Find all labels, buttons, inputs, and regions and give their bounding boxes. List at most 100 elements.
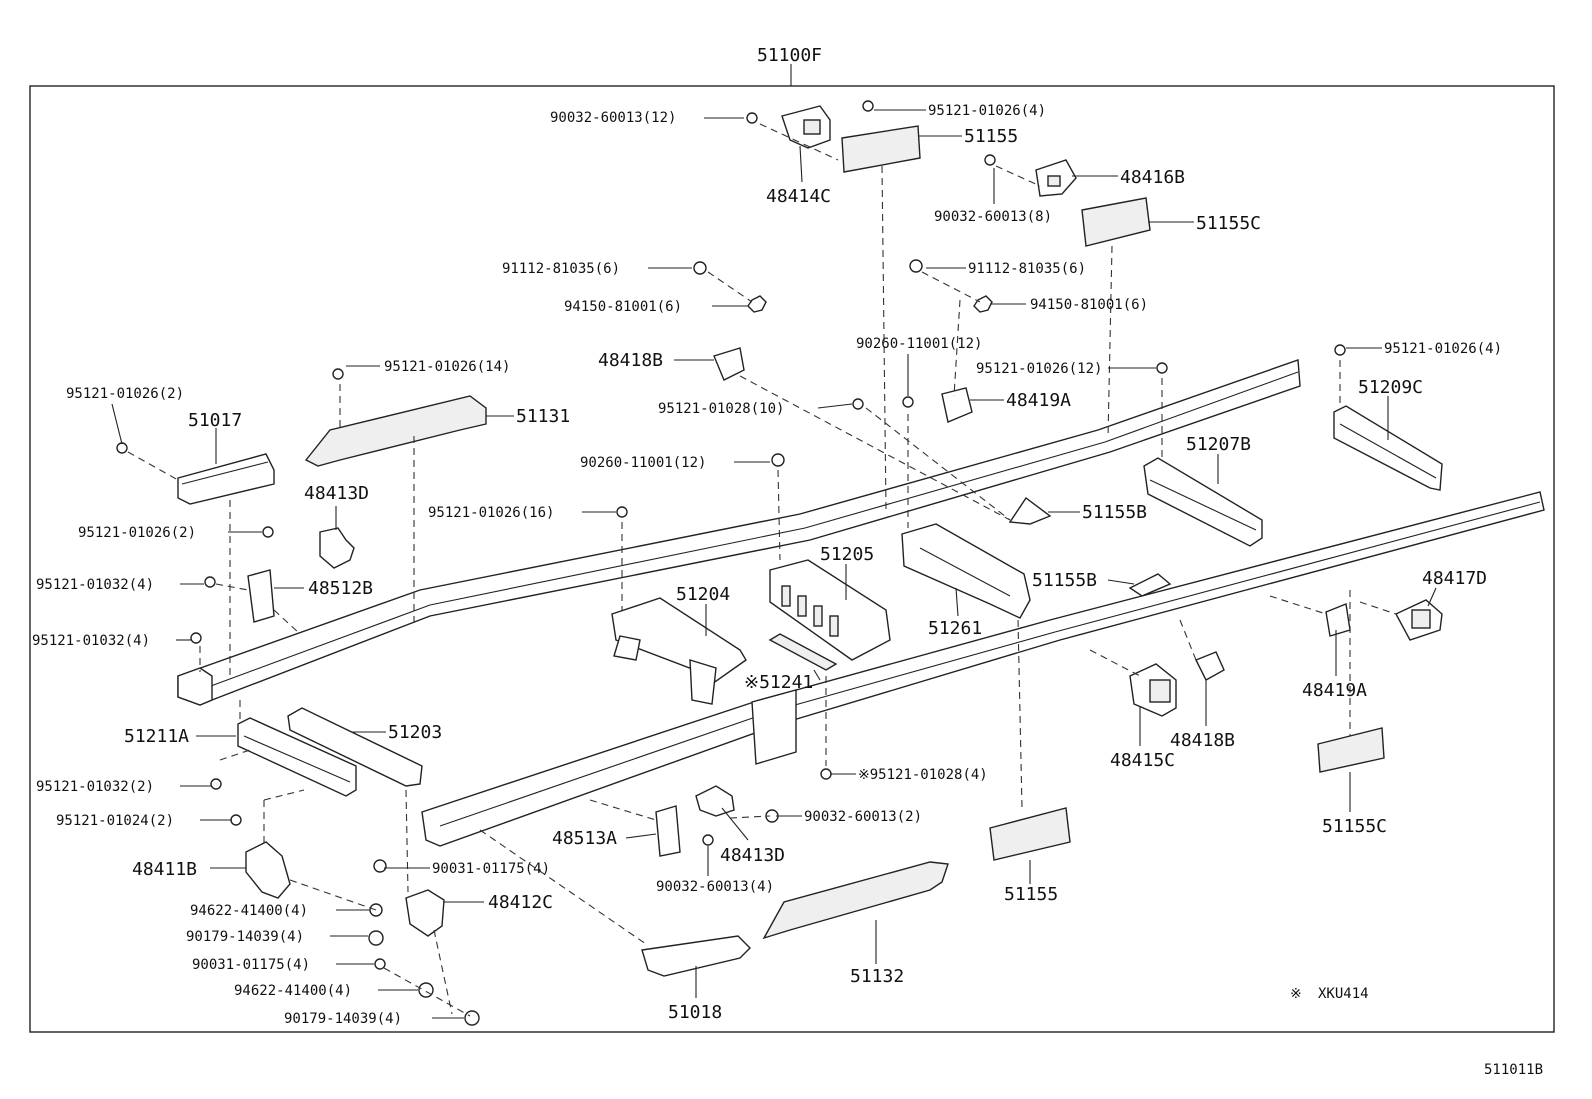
part-51209c (1333, 405, 1443, 491)
label-90032-60013-12: 90032-60013(12) (550, 110, 676, 126)
leader-lines (111, 109, 1437, 1019)
label-48419a-top: 48419A (1006, 390, 1071, 411)
label-95121-01026-14: 95121-01026(14) (384, 359, 510, 375)
label-90031-01175-4b: 90031-01175(4) (192, 957, 310, 973)
label-51155-bottom: 51155 (1004, 884, 1058, 905)
part-48413d-top (319, 506, 355, 569)
label-48417d: 48417D (1422, 568, 1487, 589)
label-95121-01028-4: ※95121-01028(4) (858, 767, 988, 783)
part-51155b-upper (1008, 496, 1052, 525)
label-95121-01026-2b: 95121-01026(2) (78, 525, 196, 541)
label-95121-01026-16: 95121-01026(16) (428, 505, 554, 521)
part-51261 (901, 523, 1031, 619)
label-90031-01175-4a: 90031-01175(4) (432, 861, 550, 877)
label-90260-11001-12b: 90260-11001(12) (580, 455, 706, 471)
part-51205 (769, 559, 891, 661)
note-text: XKU414 (1318, 986, 1369, 1002)
part-48512b (247, 569, 275, 623)
label-48414c: 48414C (766, 186, 831, 207)
label-51155-top: 51155 (964, 126, 1018, 147)
part-51132 (762, 861, 949, 940)
part-51131 (304, 395, 487, 467)
part-51018 (641, 935, 751, 977)
part-48418b-bottom (1195, 651, 1225, 681)
label-51204: 51204 (676, 584, 730, 605)
label-48413d-top: 48413D (304, 483, 369, 504)
part-51155-top (841, 125, 921, 173)
label-48411b: 48411B (132, 859, 197, 880)
label-90032-60013-2: 90032-60013(2) (804, 809, 922, 825)
label-95121-01032-4b: 95121-01032(4) (32, 633, 150, 649)
label-51131: 51131 (516, 406, 570, 427)
part-51155c-top (1081, 197, 1151, 247)
part-51155-bottom (989, 807, 1071, 861)
label-51155c-top: 51155C (1196, 213, 1261, 234)
label-95121-01026-12: 95121-01026(12) (976, 361, 1102, 377)
part-48419a-bottom (1325, 603, 1351, 637)
part-48416b (1035, 159, 1077, 197)
left-frame-rail (177, 359, 1301, 706)
label-95121-01026-2a: 95121-01026(2) (66, 386, 184, 402)
part-48411b (245, 841, 291, 899)
label-51209c: 51209C (1358, 377, 1423, 398)
note-symbol: ※ (1290, 986, 1302, 1002)
part-48415c (1129, 663, 1177, 717)
label-90179-14039-4a: 90179-14039(4) (186, 929, 304, 945)
label-94622-41400-4b: 94622-41400(4) (234, 983, 352, 999)
part-51017 (177, 453, 275, 505)
part-51155b-lower (1128, 573, 1172, 597)
label-51207b: 51207B (1186, 434, 1251, 455)
label-95121-01032-4a: 95121-01032(4) (36, 577, 154, 593)
diagram-id: 511011B (1484, 1062, 1543, 1078)
part-51211a (237, 717, 357, 797)
label-48416b: 48416B (1120, 167, 1185, 188)
label-94150-81001-6b: 94150-81001(6) (1030, 297, 1148, 313)
label-51205: 51205 (820, 544, 874, 565)
label-91112-81035-6a: 91112-81035(6) (502, 261, 620, 277)
label-48418b-bottom: 48418B (1170, 730, 1235, 751)
part-labels: 90032-60013(12) 95121-01026(4) 51155 484… (32, 103, 1502, 1027)
label-51241: ※51241 (744, 672, 813, 693)
assembly-title: 51100F (757, 45, 822, 66)
part-48417d (1395, 599, 1443, 641)
label-48512b: 48512B (308, 578, 373, 599)
label-48513a: 48513A (552, 828, 617, 849)
label-91112-81035-6b: 91112-81035(6) (968, 261, 1086, 277)
label-48418b-top: 48418B (598, 350, 663, 371)
label-95121-01026-4b: 95121-01026(4) (1384, 341, 1502, 357)
part-51207b (1143, 457, 1263, 547)
part-48412c (405, 889, 445, 937)
right-frame-rail (421, 491, 1545, 847)
label-51261: 51261 (928, 618, 982, 639)
part-48413d-bottom (695, 785, 735, 817)
label-90032-60013-8: 90032-60013(8) (934, 209, 1052, 225)
label-48419a-bottom: 48419A (1302, 680, 1367, 701)
label-48415c: 48415C (1110, 750, 1175, 771)
label-95121-01026-4a: 95121-01026(4) (928, 103, 1046, 119)
label-51155b-a: 51155B (1082, 502, 1147, 523)
part-51204 (611, 597, 747, 705)
label-51155b-b: 51155B (1032, 570, 1097, 591)
label-90179-14039-4b: 90179-14039(4) (284, 1011, 402, 1027)
label-51017: 51017 (188, 410, 242, 431)
part-51155c-bottom (1317, 727, 1385, 773)
label-48412c: 48412C (488, 892, 553, 913)
alignment-lines (127, 123, 1397, 1017)
part-48419a-top (941, 387, 973, 423)
label-51018: 51018 (668, 1002, 722, 1023)
label-51203: 51203 (388, 722, 442, 743)
label-51211a: 51211A (124, 726, 189, 747)
label-95121-01032-2: 95121-01032(2) (36, 779, 154, 795)
part-48414c (781, 105, 831, 149)
label-95121-01028-10: 95121-01028(10) (658, 401, 784, 417)
part-48418b-top (713, 347, 745, 381)
label-90032-60013-4: 90032-60013(4) (656, 879, 774, 895)
label-90260-11001-12a: 90260-11001(12) (856, 336, 982, 352)
part-48513a (655, 805, 681, 857)
label-48413d-bottom: 48413D (720, 845, 785, 866)
label-95121-01024-2: 95121-01024(2) (56, 813, 174, 829)
label-51132: 51132 (850, 966, 904, 987)
diagram-border (29, 85, 1555, 1033)
label-51155c-bottom: 51155C (1322, 816, 1387, 837)
